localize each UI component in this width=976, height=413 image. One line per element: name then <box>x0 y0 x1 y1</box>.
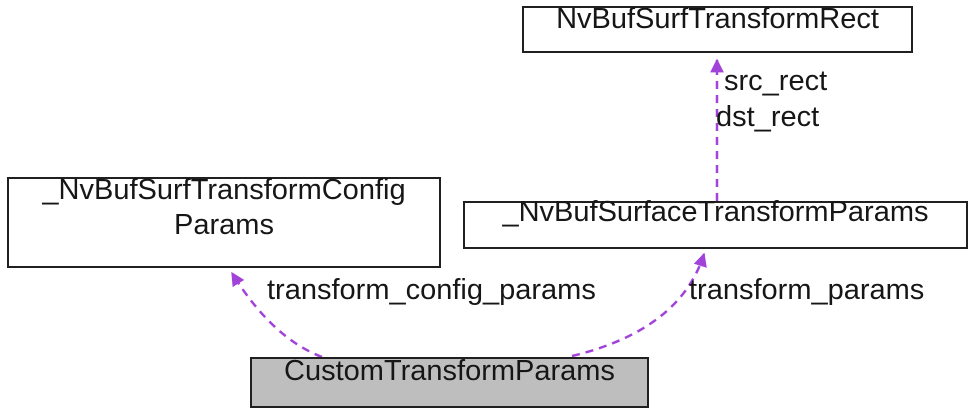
node-label: _NvBufSurfTransformConfig Params <box>9 173 439 243</box>
node-nvbufsurftransformrect[interactable]: NvBufSurfTransformRect <box>522 3 913 53</box>
node-customtransformparams: CustomTransformParams <box>250 355 649 408</box>
edge-label-transform-config-params: transform_config_params <box>267 274 596 306</box>
node-nvbufsurfacetransformparams[interactable]: _NvBufSurfaceTransformParams <box>463 196 968 249</box>
edge-label-dst-rect: dst_rect <box>716 101 820 133</box>
node-label: CustomTransformParams <box>284 355 615 387</box>
edge-label-transform-params: transform_params <box>689 274 925 306</box>
edge-label-src-rect: src_rect <box>724 65 828 97</box>
node-label: NvBufSurfTransformRect <box>556 3 879 35</box>
node-label: _NvBufSurfaceTransformParams <box>502 196 929 228</box>
node-nvbufsurftransformconfigparams[interactable]: _NvBufSurfTransformConfig Params <box>7 174 441 268</box>
node-label-line1: _NvBufSurfTransformConfig <box>42 174 406 206</box>
node-label-line2: Params <box>174 209 274 241</box>
